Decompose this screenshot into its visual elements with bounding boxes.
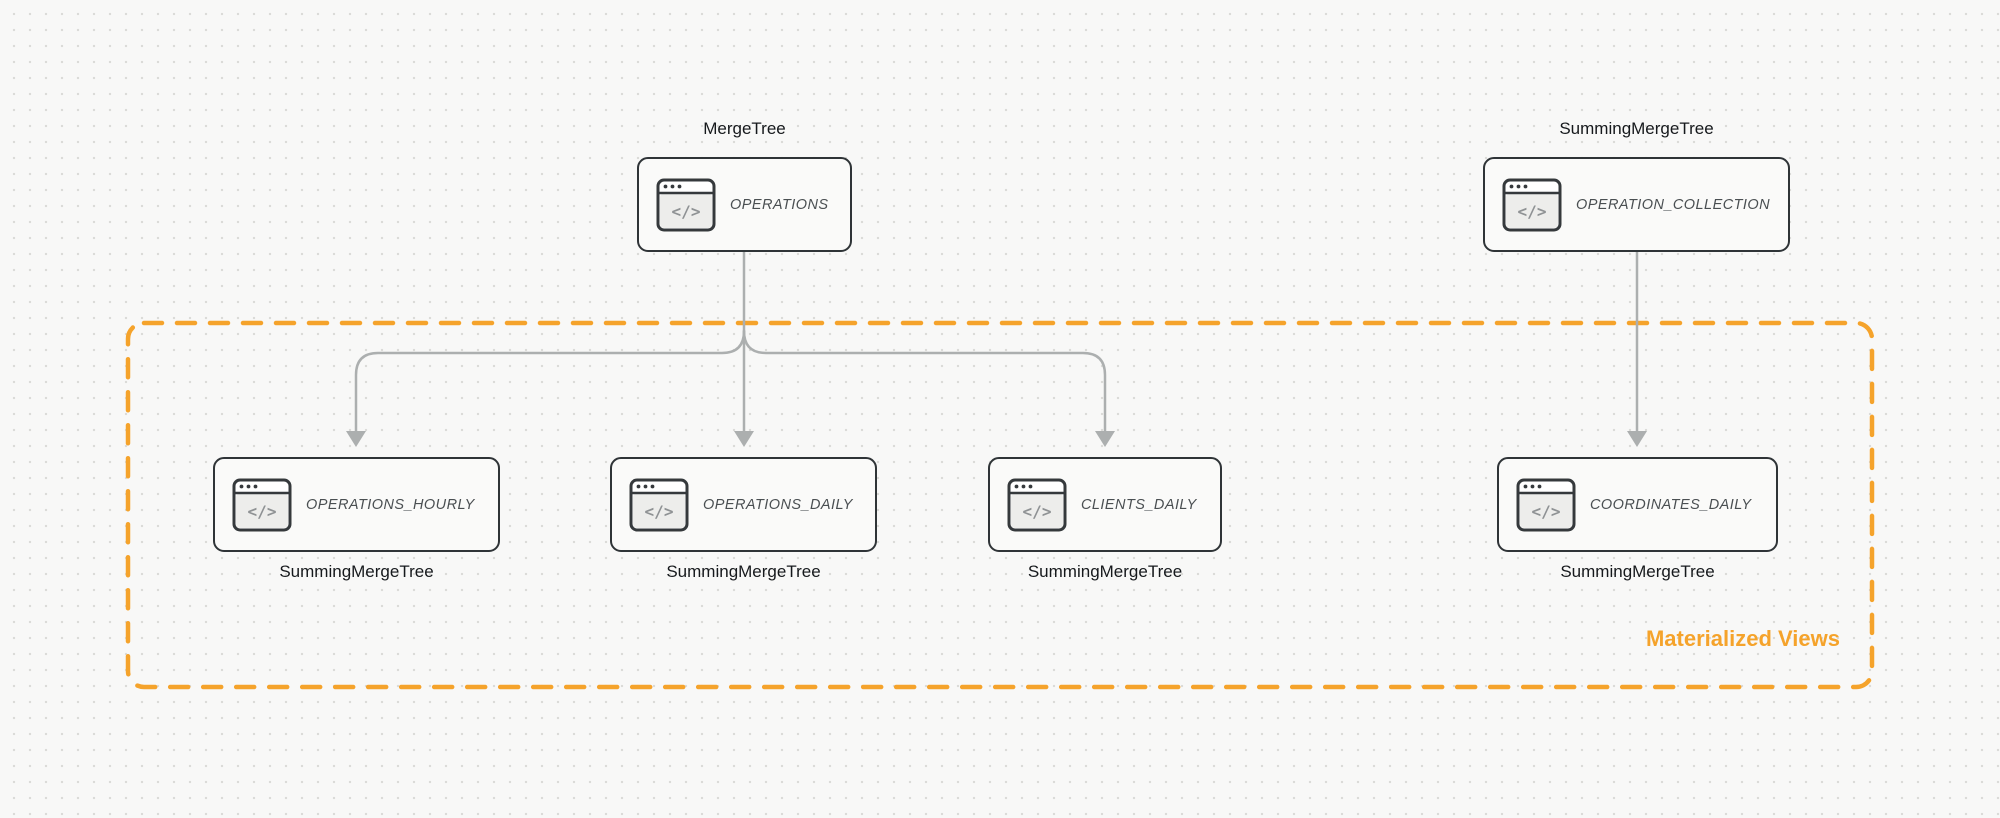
code-window-icon: </> xyxy=(1516,478,1576,531)
engine-label-mergetree: MergeTree xyxy=(703,119,786,138)
table-name: OPERATIONS_HOURLY xyxy=(306,496,475,513)
table-node-operations-daily[interactable]: </> OPERATIONS_DAILY xyxy=(610,457,877,552)
engine-label-summingmergetree: SummingMergeTree xyxy=(666,562,821,581)
code-window-icon: </> xyxy=(629,478,689,531)
svg-text:</>: </> xyxy=(1023,502,1052,521)
edge-operations-to-operations-hourly xyxy=(354,329,746,433)
engine-label-summingmergetree: SummingMergeTree xyxy=(1559,119,1714,138)
table-node-clients-daily[interactable]: </> CLIENTS_DAILY xyxy=(988,457,1222,552)
table-name: OPERATIONS xyxy=(730,196,829,213)
materialized-views-label: Materialized Views xyxy=(1645,626,1840,651)
code-window-icon: </> xyxy=(656,178,716,231)
engine-label-summingmergetree: SummingMergeTree xyxy=(1027,562,1183,581)
engine-label-summingmergetree: SummingMergeTree xyxy=(1560,562,1715,581)
arrowhead-clients-daily xyxy=(1095,431,1115,447)
svg-text:</>: </> xyxy=(248,502,277,521)
table-node-coordinates-daily[interactable]: </> COORDINATES_DAILY xyxy=(1497,457,1778,552)
table-node-operations-hourly[interactable]: </> OPERATIONS_HOURLY xyxy=(213,457,500,552)
table-name: COORDINATES_DAILY xyxy=(1590,496,1752,513)
code-window-icon: </> xyxy=(1502,178,1562,231)
code-window-icon: </> xyxy=(1007,478,1067,531)
table-node-operation-collection[interactable]: </> OPERATION_COLLECTION xyxy=(1483,157,1790,252)
edge-operations-to-clients-daily xyxy=(742,329,1107,433)
engine-label-summingmergetree: SummingMergeTree xyxy=(279,562,434,581)
arrowhead-operations-hourly xyxy=(346,431,366,447)
arrowhead-coordinates-daily xyxy=(1627,431,1647,447)
svg-text:</>: </> xyxy=(1532,502,1561,521)
svg-text:</>: </> xyxy=(645,502,674,521)
code-window-icon: </> xyxy=(232,478,292,531)
table-node-operations[interactable]: </> OPERATIONS xyxy=(637,157,852,252)
svg-text:</>: </> xyxy=(672,202,701,221)
table-name: OPERATION_COLLECTION xyxy=(1576,196,1771,213)
table-name: OPERATIONS_DAILY xyxy=(703,496,853,513)
table-name: CLIENTS_DAILY xyxy=(1081,496,1197,513)
arrowhead-operations-daily xyxy=(734,431,754,447)
svg-text:</>: </> xyxy=(1518,202,1547,221)
